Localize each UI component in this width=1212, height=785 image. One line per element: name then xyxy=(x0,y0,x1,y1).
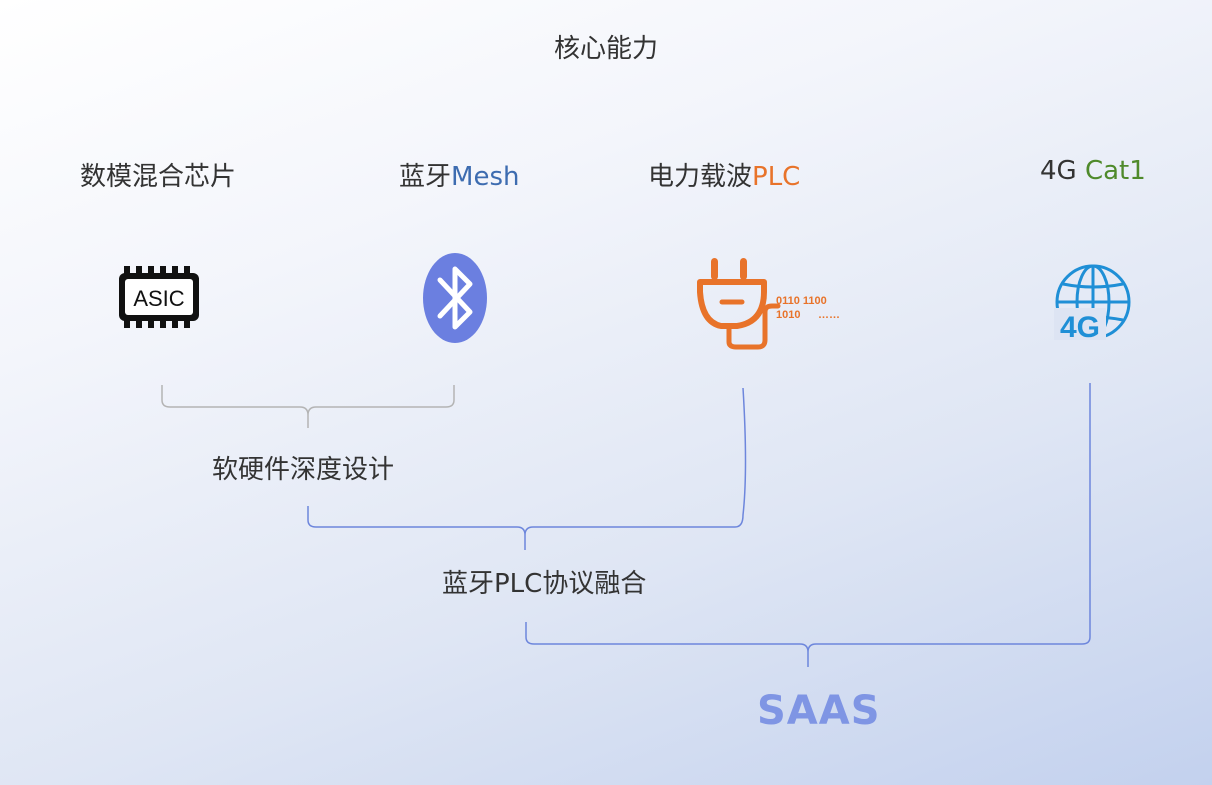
bracket-saas xyxy=(525,383,1091,667)
bracket-hardware xyxy=(161,385,455,428)
bluetooth-icon xyxy=(423,253,487,343)
capability-chip-label: 数模混合芯片 xyxy=(80,162,237,192)
capability-bluetooth-label: 蓝牙Mesh xyxy=(399,162,520,192)
bracket-protocol xyxy=(307,387,747,550)
power-plug-icon: 0110 1100 1010 …… xyxy=(697,258,840,350)
plc-binary-line2: 1010 xyxy=(776,309,800,321)
plc-binary-dots: …… xyxy=(818,309,840,321)
page-title: 核心能力 xyxy=(553,34,658,64)
plc-binary-line1: 0110 1100 xyxy=(776,295,827,307)
chip-icon-label: ASIC xyxy=(133,286,184,311)
globe-4g-icon: 4G xyxy=(1054,264,1131,344)
integration-level1: 软硬件深度设计 xyxy=(212,455,395,485)
integration-saas: SAAS xyxy=(757,688,881,734)
globe-4g-label: 4G xyxy=(1060,311,1100,344)
capability-plc-label: 电力载波PLC xyxy=(648,162,801,192)
integration-level2: 蓝牙PLC协议融合 xyxy=(442,569,647,599)
capability-4g-label: 4G Cat1 xyxy=(1040,156,1146,186)
chip-icon: ASIC xyxy=(119,266,199,328)
